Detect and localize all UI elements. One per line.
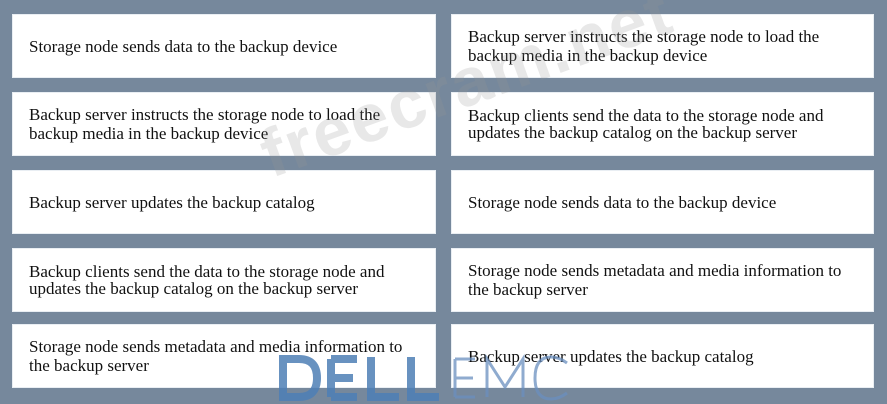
right-item-4-label: Storage node sends metadata and media in…: [468, 261, 842, 299]
left-item-2-label: Backup server instructs the storage node…: [29, 105, 381, 143]
left-item-3[interactable]: Backup server updates the backup catalog: [12, 170, 436, 234]
right-item-5[interactable]: Backup server updates the backup catalog: [451, 324, 874, 388]
right-item-1[interactable]: Backup server instructs the storage node…: [451, 14, 874, 78]
left-item-1[interactable]: Storage node sends data to the backup de…: [12, 14, 436, 78]
right-item-3[interactable]: Storage node sends data to the backup de…: [451, 170, 874, 234]
right-item-1-label: Backup server instructs the storage node…: [468, 27, 820, 65]
right-item-3-label: Storage node sends data to the backup de…: [468, 192, 777, 212]
left-item-2[interactable]: Backup server instructs the storage node…: [12, 92, 436, 156]
left-item-5-label: Storage node sends metadata and media in…: [29, 337, 403, 375]
right-item-2[interactable]: Backup clients send the data to the stor…: [451, 92, 874, 156]
right-item-2-label: Backup clients send the data to the stor…: [468, 106, 824, 142]
left-item-1-label: Storage node sends data to the backup de…: [29, 36, 338, 56]
right-item-5-label: Backup server updates the backup catalog: [468, 346, 754, 366]
left-item-4[interactable]: Backup clients send the data to the stor…: [12, 248, 436, 312]
left-item-5[interactable]: Storage node sends metadata and media in…: [12, 324, 436, 388]
right-item-4[interactable]: Storage node sends metadata and media in…: [451, 248, 874, 312]
left-item-4-label: Backup clients send the data to the stor…: [29, 262, 385, 298]
left-item-3-label: Backup server updates the backup catalog: [29, 192, 315, 212]
